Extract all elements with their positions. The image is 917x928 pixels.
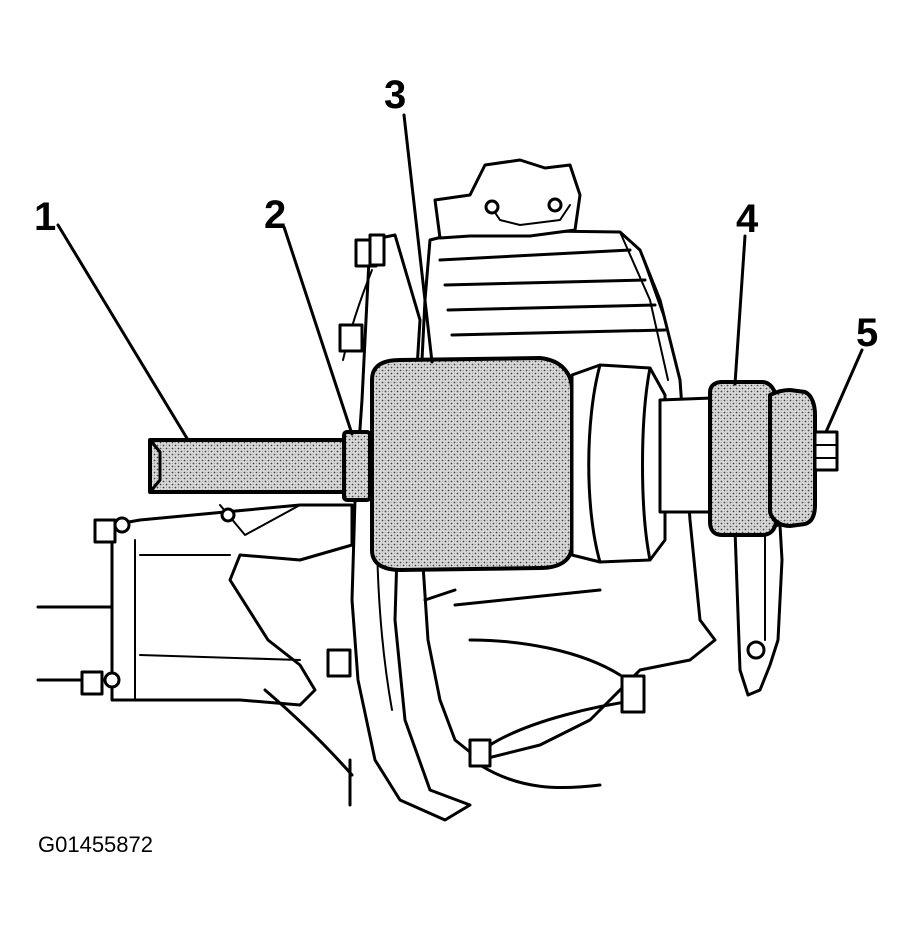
callout-1: 1 [34, 195, 56, 239]
leader-line-4 [733, 234, 747, 386]
callout-3: 3 [384, 73, 406, 117]
callout-5: 5 [856, 311, 878, 355]
right-mount-tab [733, 523, 784, 697]
leader-lines [56, 113, 864, 442]
left-mount-bracket [110, 503, 354, 707]
tool-assembly [148, 356, 839, 572]
bearing-ring [570, 363, 667, 564]
adapter-nut [708, 380, 778, 537]
leader-line-5 [824, 348, 864, 434]
leader-line-3 [402, 113, 434, 364]
end-nut [813, 430, 839, 472]
forcing-screw [148, 438, 352, 494]
figure-id: G01455872 [38, 832, 153, 857]
leader-line-1 [56, 223, 190, 442]
callout-4: 4 [736, 197, 759, 241]
flange-bolt [338, 323, 364, 353]
flange-bolt [468, 738, 492, 768]
flange-bolt [354, 233, 386, 268]
bracket-hole [220, 507, 236, 523]
installer-sleeve [370, 356, 574, 572]
bracket-bolt-upper [93, 516, 131, 544]
bracket-bolt-lower [80, 670, 121, 696]
carrier-bolt [620, 674, 646, 714]
flange-bolt [326, 648, 352, 678]
leader-line-2 [282, 225, 354, 436]
receiver-cup [768, 388, 817, 528]
pinion-housing-top [433, 158, 582, 240]
callout-2: 2 [264, 193, 286, 237]
washer [342, 430, 372, 502]
